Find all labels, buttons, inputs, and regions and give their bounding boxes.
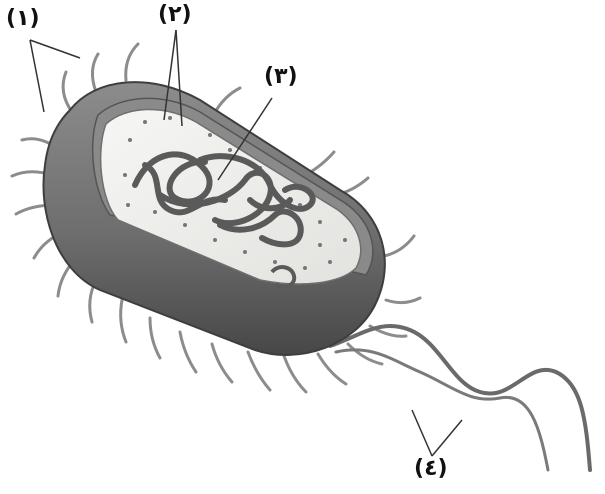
ribosome <box>273 260 277 264</box>
leader-line-4a <box>412 410 432 456</box>
ribosome <box>318 243 322 247</box>
ribosome <box>128 138 132 142</box>
label-4: (٤) <box>414 458 448 480</box>
pilus <box>384 236 414 256</box>
ribosome <box>153 210 157 214</box>
ribosome <box>183 223 187 227</box>
pilus <box>150 318 160 358</box>
ribosome <box>303 266 307 270</box>
label-1: (١) <box>6 8 40 30</box>
pilus <box>386 298 420 303</box>
ribosome <box>123 173 127 177</box>
leader-line-1b <box>30 40 80 58</box>
label-3: (٣) <box>264 66 298 88</box>
ribosome <box>143 120 147 124</box>
flagellum-strand <box>336 350 548 470</box>
ribosome <box>243 250 247 254</box>
label-2: (٢) <box>158 4 192 26</box>
ribosome <box>208 133 212 137</box>
ribosome <box>213 238 217 242</box>
ribosome <box>228 148 232 152</box>
ribosome <box>343 238 347 242</box>
leader-line-4b <box>432 420 462 456</box>
flagellum <box>330 326 590 470</box>
pilus <box>248 352 270 390</box>
ribosome <box>318 220 322 224</box>
pilus <box>214 88 240 114</box>
pilus <box>284 356 306 392</box>
ribosome <box>126 203 130 207</box>
ribosome <box>328 260 332 264</box>
pilus <box>318 354 346 384</box>
pilus <box>63 72 72 112</box>
ribosome <box>168 116 172 120</box>
leader-line-1a <box>30 40 44 112</box>
pilus <box>121 300 126 342</box>
pilus <box>126 44 138 80</box>
pilus <box>180 332 196 372</box>
pilus <box>92 54 98 92</box>
pilus <box>212 344 232 382</box>
